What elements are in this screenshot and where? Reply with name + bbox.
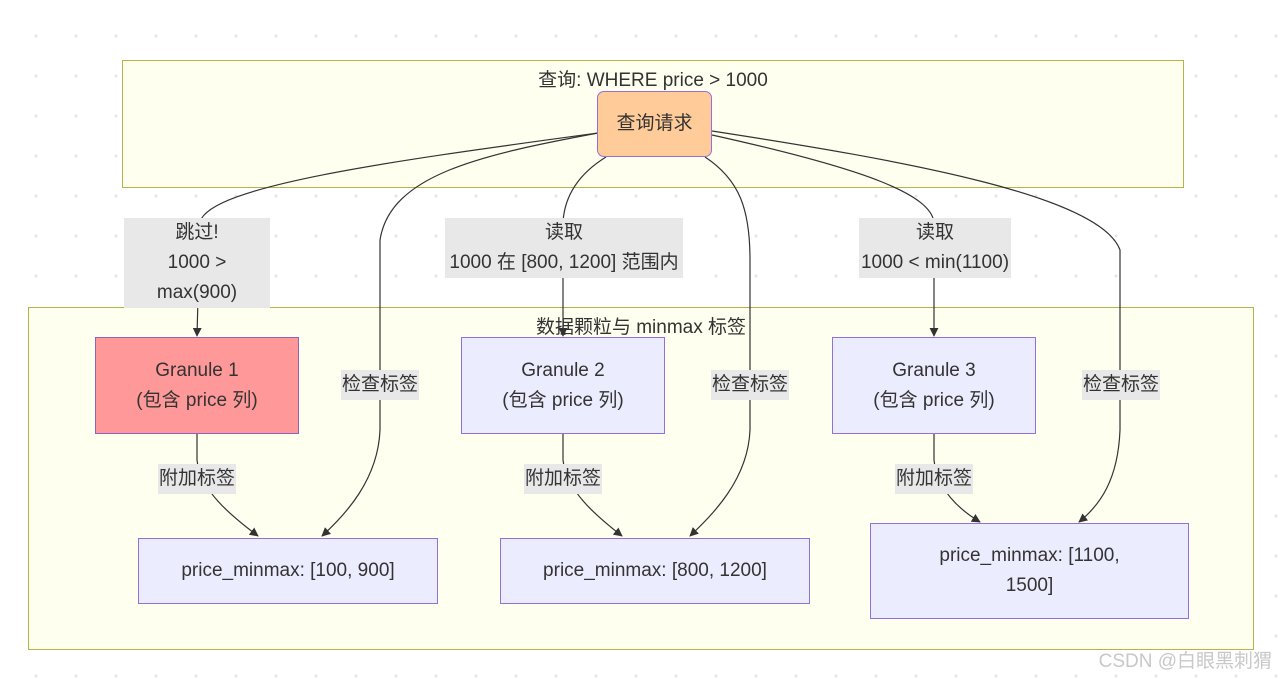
edge-granule2-to-minmax2 [562,434,623,537]
query-request-node: 查询请求 [597,91,712,157]
edge-label-attach-2: 附加标签 [524,464,602,494]
edge-query-to-granule1 [192,132,599,337]
granule-2-node: Granule 2 (包含 price 列) [461,337,665,434]
edge-granule1-to-minmax1 [196,434,259,537]
minmax-2-node: price_minmax: [800, 1200] [500,538,810,604]
minmax-1-node: price_minmax: [100, 900] [138,538,438,604]
edge-query-to-minmax2 [689,156,751,537]
edge-query-to-minmax3 [711,130,1121,523]
minmax-3-node: price_minmax: [1100, 1500] [870,523,1189,619]
edge-label-attach-3: 附加标签 [895,464,973,494]
granule-1-node: Granule 1 (包含 price 列) [95,337,299,434]
query-subgraph: 查询: WHERE price > 1000 [122,60,1184,188]
edge-label-check-3: 检查标签 [1082,370,1160,400]
edge-label-read-granule2: 读取 1000 在 [800, 1200] 范围内 [445,218,683,278]
granule-3-node: Granule 3 (包含 price 列) [832,337,1036,434]
edge-granule3-to-minmax3 [933,434,981,523]
edge-query-to-minmax1 [321,132,599,537]
data-subgraph-title: 数据颗粒与 minmax 标签 [535,317,747,338]
edge-label-read-granule3: 读取 1000 < min(1100) [859,218,1011,278]
edge-label-attach-1: 附加标签 [158,464,236,494]
edge-query-to-granule3 [711,134,939,337]
watermark: CSDN @白眼黑刺猬 [1098,651,1272,672]
edge-label-check-2: 检查标签 [711,370,789,400]
query-subgraph-title: 查询: WHERE price > 1000 [538,70,768,91]
edge-label-check-1: 检查标签 [341,370,419,400]
edge-label-skip: 跳过! 1000 > max(900) [124,218,270,308]
